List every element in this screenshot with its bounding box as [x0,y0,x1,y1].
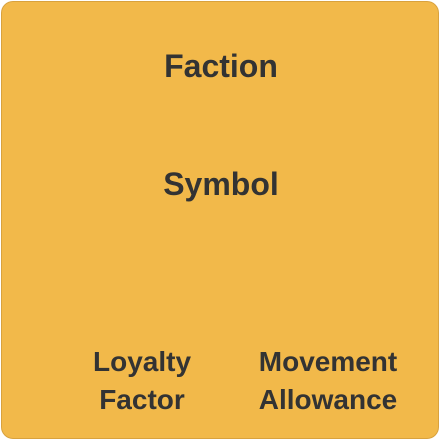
loyalty-factor-label: Loyalty Factor [72,343,212,419]
movement-allowance-line2: Allowance [258,384,398,415]
loyalty-factor-line1: Loyalty [92,346,192,377]
faction-label: Faction [164,48,278,84]
loyalty-factor-line2: Factor [99,384,185,415]
movement-allowance-label: Movement Allowance [238,343,418,419]
symbol-label: Symbol [163,166,279,202]
movement-allowance-line1: Movement [258,346,398,377]
